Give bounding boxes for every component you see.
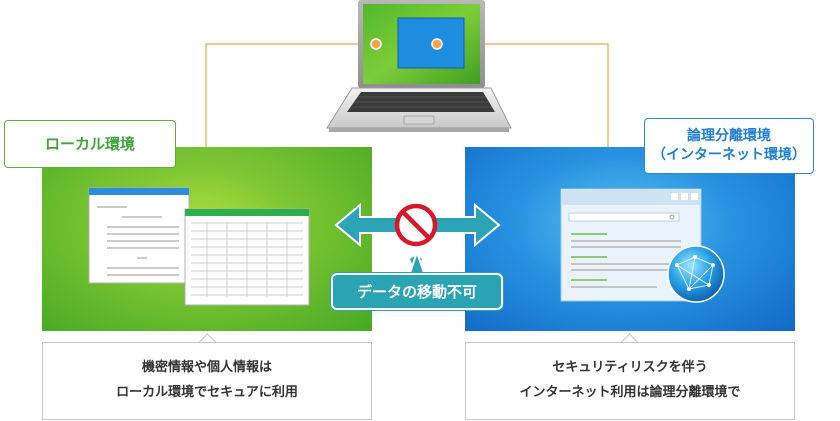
- isolated-environment-label: 論理分離環境 （インターネット環境）: [644, 118, 814, 174]
- local-environment-label: ローカル環境: [4, 120, 176, 168]
- no-data-transfer-badge: データの移動不可: [331, 273, 503, 310]
- local-environment-label-text: ローカル環境: [44, 134, 135, 153]
- data-transfer-arrows: [334, 202, 501, 273]
- connector-line-local: [205, 43, 376, 149]
- pill-tail: [407, 250, 427, 276]
- laptop-dot-isolated: [431, 38, 443, 50]
- local-caption-box: 機密情報や個人情報は ローカル環境でセキュアに利用: [42, 342, 372, 420]
- laptop-touchpad: [403, 115, 435, 125]
- no-data-transfer-label: データの移動不可: [356, 283, 477, 301]
- isolated-caption-line1: セキュリティリスクを伴う: [552, 360, 708, 376]
- laptop-dot-local: [370, 38, 382, 50]
- globe-icon: [667, 245, 725, 303]
- local-caption-line2: ローカル環境でセキュアに利用: [116, 385, 298, 400]
- laptop-screen-window: [397, 17, 465, 69]
- isolated-environment-label-line1: 論理分離環境: [687, 128, 771, 145]
- document-illustration: [88, 187, 310, 306]
- isolated-environment-label-line2: （インターネット環境）: [652, 147, 806, 163]
- isolated-environment-panel: [465, 147, 795, 331]
- isolated-caption-line2: インターネット利用は論理分離環境で: [519, 385, 741, 400]
- local-environment-panel: [42, 147, 372, 331]
- laptop-illustration: [326, 0, 512, 132]
- local-caption-line1: 機密情報や個人情報は: [141, 360, 272, 376]
- isolated-caption-box: セキュリティリスクを伴う インターネット利用は論理分離環境で: [465, 342, 795, 420]
- connector-line-isolated: [437, 43, 609, 149]
- prohibited-icon: [394, 203, 438, 247]
